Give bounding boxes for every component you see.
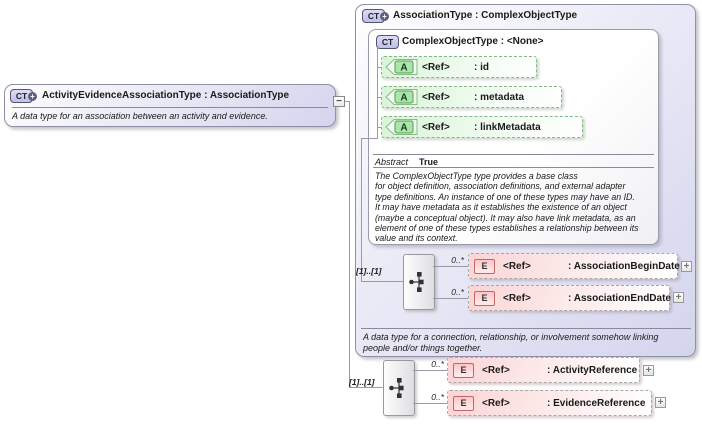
abstract-facet-label: Abstract — [375, 157, 409, 167]
complex-type-icon-label: CT — [367, 11, 380, 21]
derived-type-description: A data type for an association between a… — [12, 111, 268, 121]
element-name: : AssociationEndDate — [568, 292, 671, 304]
expand-button[interactable]: + — [655, 397, 666, 408]
element-evidence-reference[interactable]: E <Ref> : EvidenceReference — [447, 390, 652, 416]
element-association-end-date[interactable]: E <Ref> : AssociationEndDate — [468, 285, 671, 311]
element-name: : ActivityReference — [547, 364, 638, 376]
connector-line — [413, 370, 447, 371]
complex-type-icon: CT — [376, 35, 399, 49]
connector-line — [377, 97, 382, 98]
attribute-ref: <Ref> — [422, 121, 450, 133]
derived-type-box[interactable]: CT + ActivityEvidenceAssociationType : A… — [4, 84, 336, 127]
element-occurs: 0..* — [431, 392, 444, 402]
sequence-cardinality: [1]..[1] — [349, 377, 375, 387]
association-type-title: AssociationType : ComplexObjectType — [393, 10, 578, 21]
attribute-icon-letter: A — [400, 63, 407, 74]
complex-type-icon: CT + — [10, 89, 37, 103]
abstract-facet-value: True — [419, 157, 439, 167]
attribute-link-metadata[interactable]: A <Ref> : linkMetadata — [381, 116, 583, 138]
sequence-glyph-icon — [389, 378, 404, 398]
attribute-name: : linkMetadata — [474, 121, 541, 133]
connector-line — [377, 67, 382, 68]
base-type-title: ComplexObjectType : <None> — [402, 36, 544, 47]
expand-button[interactable]: + — [643, 365, 654, 376]
attribute-ref: <Ref> — [422, 91, 450, 103]
connector-line — [433, 266, 468, 267]
expand-button[interactable]: + — [673, 292, 684, 303]
element-ref: <Ref> — [482, 364, 510, 376]
connector-line — [349, 387, 383, 388]
plus-badge-icon: + — [380, 12, 389, 21]
element-ref: <Ref> — [503, 260, 531, 272]
element-occurs: 0..* — [451, 287, 464, 297]
derived-type-title: ActivityEvidenceAssociationType : Associ… — [42, 90, 290, 101]
element-association-begin-date[interactable]: E <Ref> : AssociationBeginDate — [468, 253, 680, 279]
connector-line — [349, 101, 350, 388]
base-type-description: The ComplexObjectType type provides a ba… — [375, 171, 639, 244]
attribute-name: : metadata — [474, 91, 525, 103]
connector-line — [377, 127, 382, 128]
plus-badge-icon: + — [28, 92, 37, 101]
complex-type-icon-label: CT — [15, 91, 28, 101]
attribute-metadata[interactable]: A <Ref> : metadata — [381, 86, 562, 108]
connector-line — [361, 138, 362, 281]
attribute-id[interactable]: A <Ref> : id — [381, 56, 537, 78]
connector-line — [377, 47, 378, 138]
element-occurs: 0..* — [451, 255, 464, 265]
expand-button[interactable]: + — [681, 261, 692, 272]
attribute-icon: A — [385, 119, 418, 135]
attribute-icon-letter: A — [400, 93, 407, 104]
association-type-description: A data type for a connection, relationsh… — [363, 332, 659, 353]
complex-type-icon-label: CT — [381, 37, 394, 47]
connector-line — [433, 298, 468, 299]
element-ref: <Ref> — [482, 397, 510, 409]
element-icon: E — [474, 258, 495, 274]
attribute-name: : id — [474, 61, 489, 73]
element-name: : EvidenceReference — [547, 397, 646, 409]
connector-line — [345, 101, 350, 102]
element-occurs: 0..* — [431, 359, 444, 369]
element-activity-reference[interactable]: E <Ref> : ActivityReference — [447, 357, 640, 383]
connector-line — [361, 281, 403, 282]
element-icon: E — [453, 395, 474, 411]
complex-type-icon: CT + — [362, 9, 389, 23]
sequence-compositor-icon — [383, 360, 415, 416]
element-ref: <Ref> — [503, 292, 531, 304]
element-name: : AssociationBeginDate — [568, 260, 680, 272]
connector-line — [413, 403, 447, 404]
element-icon: E — [453, 362, 474, 378]
connector-line — [361, 138, 378, 139]
sequence-compositor-icon — [403, 254, 435, 310]
attribute-icon: A — [385, 89, 418, 105]
sequence-glyph-icon — [409, 272, 424, 292]
attribute-icon: A — [385, 59, 418, 75]
attribute-ref: <Ref> — [422, 61, 450, 73]
element-icon: E — [474, 290, 495, 306]
sequence-cardinality: [1]..[1] — [356, 266, 382, 276]
attribute-icon-letter: A — [400, 123, 407, 134]
collapse-button[interactable]: − — [333, 96, 345, 107]
